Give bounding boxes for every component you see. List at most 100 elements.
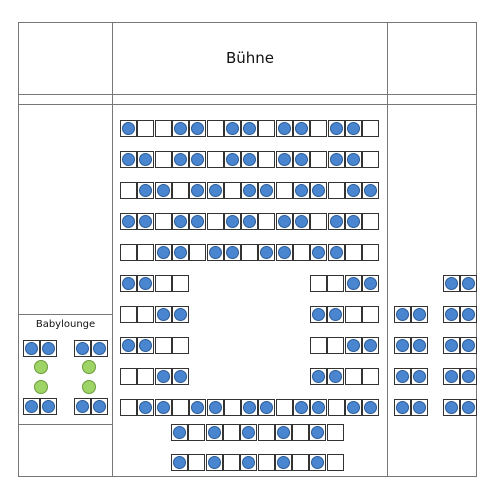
- seat[interactable]: [171, 213, 189, 230]
- seat[interactable]: [257, 424, 275, 441]
- seat[interactable]: [241, 151, 259, 168]
- seat[interactable]: [258, 213, 276, 230]
- seat[interactable]: [120, 151, 137, 168]
- seat[interactable]: [310, 120, 328, 137]
- seat[interactable]: [154, 182, 172, 199]
- seat[interactable]: [327, 275, 345, 292]
- seat[interactable]: [137, 182, 155, 199]
- seat[interactable]: [411, 306, 429, 323]
- seat[interactable]: [274, 454, 292, 471]
- seat[interactable]: [189, 182, 207, 199]
- seat[interactable]: [362, 244, 380, 261]
- seat[interactable]: [23, 340, 40, 357]
- seat[interactable]: [258, 182, 276, 199]
- seat[interactable]: [241, 213, 259, 230]
- seat[interactable]: [327, 151, 345, 168]
- seat[interactable]: [189, 399, 207, 416]
- seat[interactable]: [258, 151, 276, 168]
- seat[interactable]: [74, 340, 91, 357]
- seat[interactable]: [154, 244, 172, 261]
- seat[interactable]: [40, 340, 58, 357]
- seat[interactable]: [362, 151, 380, 168]
- seat[interactable]: [292, 424, 310, 441]
- seat[interactable]: [275, 399, 293, 416]
- seat[interactable]: [206, 120, 224, 137]
- seat[interactable]: [394, 399, 411, 416]
- seat[interactable]: [120, 182, 137, 199]
- seat[interactable]: [154, 275, 172, 292]
- seat[interactable]: [310, 275, 327, 292]
- seat[interactable]: [309, 424, 327, 441]
- seat[interactable]: [362, 399, 380, 416]
- seat[interactable]: [154, 368, 172, 385]
- seat[interactable]: [460, 275, 478, 292]
- seat[interactable]: [275, 151, 293, 168]
- seat[interactable]: [310, 244, 328, 261]
- seat[interactable]: [206, 244, 224, 261]
- seat[interactable]: [223, 244, 241, 261]
- seat[interactable]: [344, 368, 362, 385]
- seat[interactable]: [344, 399, 362, 416]
- seat[interactable]: [394, 337, 411, 354]
- seat[interactable]: [293, 244, 310, 261]
- seat[interactable]: [327, 399, 345, 416]
- seat[interactable]: [137, 213, 155, 230]
- seat[interactable]: [443, 399, 460, 416]
- seat[interactable]: [137, 120, 155, 137]
- seat[interactable]: [460, 337, 478, 354]
- seat[interactable]: [310, 182, 328, 199]
- seat[interactable]: [171, 337, 189, 354]
- seat[interactable]: [344, 244, 362, 261]
- seat[interactable]: [120, 244, 137, 261]
- seat[interactable]: [327, 120, 345, 137]
- seat[interactable]: [257, 454, 275, 471]
- seat[interactable]: [120, 368, 137, 385]
- seat[interactable]: [137, 368, 155, 385]
- seat[interactable]: [120, 399, 137, 416]
- seat[interactable]: [171, 368, 189, 385]
- seat[interactable]: [411, 368, 429, 385]
- seat[interactable]: [171, 424, 188, 441]
- seat[interactable]: [362, 120, 380, 137]
- seat[interactable]: [292, 454, 310, 471]
- seat[interactable]: [460, 399, 478, 416]
- seat[interactable]: [443, 368, 460, 385]
- seat[interactable]: [309, 454, 327, 471]
- seat[interactable]: [241, 244, 259, 261]
- seat[interactable]: [241, 120, 259, 137]
- seat[interactable]: [310, 368, 327, 385]
- seat[interactable]: [327, 337, 345, 354]
- seat[interactable]: [171, 454, 188, 471]
- seat[interactable]: [241, 182, 259, 199]
- seat[interactable]: [137, 399, 155, 416]
- seat[interactable]: [443, 306, 460, 323]
- seat[interactable]: [344, 306, 362, 323]
- seat[interactable]: [74, 398, 91, 415]
- seat[interactable]: [327, 244, 345, 261]
- seat[interactable]: [241, 399, 259, 416]
- seat[interactable]: [154, 151, 172, 168]
- seat[interactable]: [171, 399, 189, 416]
- seat[interactable]: [411, 399, 429, 416]
- seat[interactable]: [206, 213, 224, 230]
- seat[interactable]: [258, 399, 276, 416]
- seat[interactable]: [154, 337, 172, 354]
- seat[interactable]: [40, 398, 58, 415]
- seat[interactable]: [206, 182, 224, 199]
- seat[interactable]: [310, 399, 328, 416]
- seat[interactable]: [310, 306, 327, 323]
- seat[interactable]: [154, 213, 172, 230]
- seat[interactable]: [344, 337, 362, 354]
- seat[interactable]: [293, 182, 310, 199]
- seat[interactable]: [327, 368, 345, 385]
- seat[interactable]: [206, 151, 224, 168]
- seat[interactable]: [394, 368, 411, 385]
- seat[interactable]: [443, 337, 460, 354]
- seat[interactable]: [344, 120, 362, 137]
- seat[interactable]: [460, 306, 478, 323]
- seat[interactable]: [275, 244, 293, 261]
- seat[interactable]: [344, 182, 362, 199]
- seat[interactable]: [344, 213, 362, 230]
- seat[interactable]: [460, 368, 478, 385]
- seat[interactable]: [188, 454, 206, 471]
